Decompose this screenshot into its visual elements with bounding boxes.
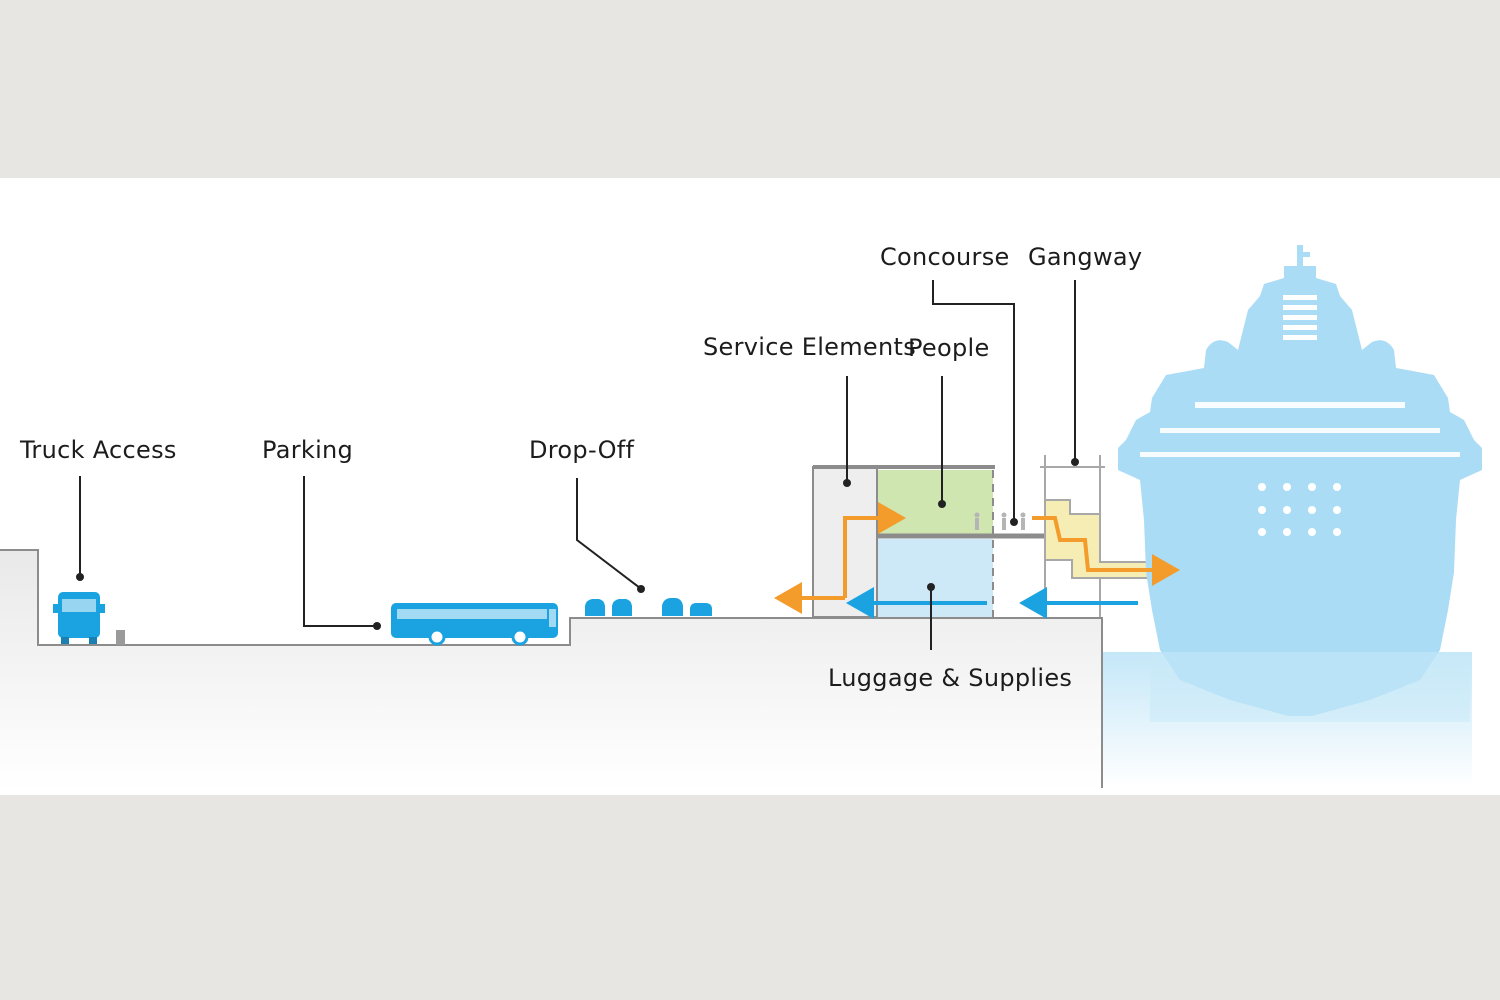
people-flow-arrow [843,502,906,598]
ground-section [0,550,1102,790]
label-drop-off: Drop-Off [529,436,635,464]
ship-waterline [1150,652,1470,722]
label-service-elements: Service Elements [703,333,916,361]
leader-concourse [932,280,1015,520]
leader-dot [373,622,381,630]
people-flow-arrow [1032,516,1180,586]
ship-windows [1140,295,1460,536]
person-icon [974,512,980,530]
ground-outline [0,549,1103,788]
leader-dropoff [576,478,641,589]
label-gangway: Gangway [1028,243,1142,271]
label-luggage-supplies: Luggage & Supplies [828,664,1072,692]
luggage-zone [877,539,993,617]
leader-dot [1010,518,1018,526]
leader-dot [1071,458,1079,466]
label-truck-access: Truck Access [19,436,177,464]
leader-dot [637,585,645,593]
leader-parking [303,476,376,627]
cruise-ship [1118,245,1482,716]
label-people: People [908,334,990,362]
leader-dot [76,573,84,581]
bottom-band [0,795,1500,1000]
bollard [116,630,125,645]
label-parking: Parking [262,436,353,464]
car-icon [612,599,632,616]
car-icon [690,603,712,616]
car-icon [585,599,605,616]
leader-dot [843,479,851,487]
leader-dot [927,583,935,591]
person-icon [1001,512,1007,530]
label-concourse: Concourse [880,243,1010,271]
top-band [0,0,1500,178]
truck-icon [53,592,105,644]
car-icon [662,598,683,616]
leader-dot [938,500,946,508]
bus-icon [391,603,558,646]
person-icon [1020,512,1026,530]
